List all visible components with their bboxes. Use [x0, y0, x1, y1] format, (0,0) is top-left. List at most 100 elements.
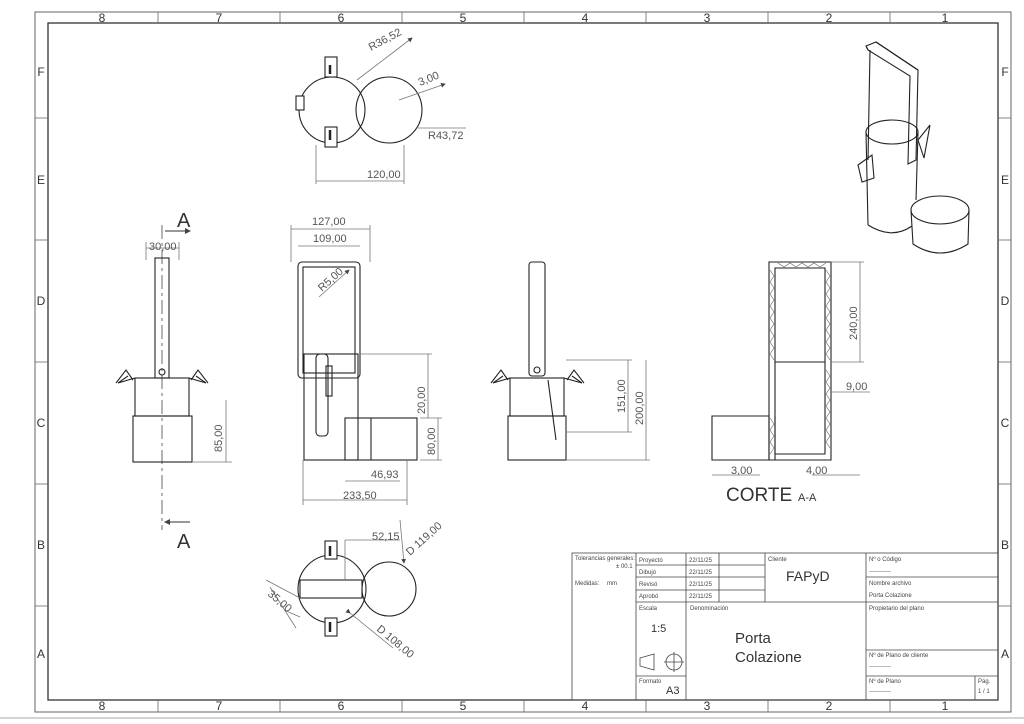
format-value: A3 — [666, 685, 679, 697]
isometric-view — [857, 41, 970, 254]
date-reviso: 22/11/25 — [689, 582, 713, 588]
top-view — [295, 37, 466, 184]
inner-border — [47, 22, 999, 701]
zone-row-F: F — [37, 65, 44, 79]
dim-top-r-outer: R36,52 — [367, 26, 404, 53]
zone-row-C: C — [37, 416, 46, 430]
section-view — [711, 261, 870, 476]
denomination-label: Denominación — [690, 606, 728, 612]
section-marker-top: A — [177, 210, 191, 232]
section-title-sub: A-A — [798, 492, 817, 504]
owner-label: Propietario del plano — [869, 606, 925, 612]
zone-col-4: 4 — [582, 11, 589, 25]
zone-col-8-bottom: 8 — [99, 699, 106, 713]
zone-columns-top: 8 7 6 5 4 3 2 1 — [99, 11, 949, 25]
zone-col-3: 3 — [704, 11, 711, 25]
dim-bottom-d1: D 119,00 — [404, 520, 445, 558]
front-view — [290, 225, 442, 505]
zone-col-3-bottom: 3 — [704, 699, 711, 713]
zone-row-E: E — [37, 173, 45, 187]
zone-row-E-right: E — [1001, 173, 1009, 187]
zone-row-D: D — [37, 294, 46, 308]
date-proyecto: 22/11/25 — [689, 558, 713, 564]
dim-front-offset: 46,93 — [371, 469, 399, 481]
dim-section-t1: 9,00 — [846, 381, 867, 393]
dim-front-h2: 80,00 — [426, 427, 438, 455]
date-dibujo: 22/11/25 — [689, 570, 713, 576]
dim-top-thickness: 3,00 — [417, 70, 441, 89]
dim-side-height: 85,00 — [213, 424, 225, 452]
zone-col-1: 1 — [942, 11, 949, 25]
zone-row-A-right: A — [1001, 647, 1009, 661]
date-aprobo: 22/11/25 — [689, 594, 713, 600]
zone-columns-bottom: 8 7 6 5 4 3 2 1 — [99, 699, 949, 713]
page-value: 1 / 1 — [978, 689, 990, 695]
client-value: FAPyD — [786, 568, 830, 584]
role-aprobo: Aprobó — [639, 594, 659, 600]
file-value: Porta Colazione — [869, 593, 912, 599]
zone-col-6-bottom: 6 — [338, 699, 345, 713]
dim-front-w-outer: 127,00 — [312, 216, 346, 228]
zone-row-D-right: D — [1001, 294, 1010, 308]
zone-col-1-bottom: 1 — [942, 699, 949, 713]
dim-bottom-d2: D 108,00 — [374, 623, 416, 661]
client-plan-label: Nº de Plano de cliente — [869, 652, 929, 659]
dim-front-fillet: R5,00 — [316, 266, 346, 295]
zone-row-A: A — [37, 647, 45, 661]
dim-right-h1: 151,00 — [616, 379, 628, 413]
zone-row-C-right: C — [1001, 416, 1010, 430]
dim-bottom-width: 52,15 — [372, 531, 400, 543]
code-value: ----------- — [869, 569, 891, 575]
zone-col-4-bottom: 4 — [582, 699, 589, 713]
tolerance-value: ± 00.1 — [616, 564, 633, 570]
format-label: Formato — [639, 679, 662, 685]
units-label: Medidas: — [575, 581, 600, 587]
outer-border — [34, 11, 1012, 713]
drawing-title-line1: Porta — [735, 630, 772, 647]
scale-value: 1:5 — [651, 623, 666, 635]
client-label: Cliente — [768, 557, 787, 563]
dim-section-height: 240,00 — [848, 306, 860, 340]
section-title: CORTE — [726, 485, 792, 506]
zone-row-F-right: F — [1001, 65, 1008, 79]
role-reviso: Revisó — [639, 582, 658, 588]
dim-top-width: 120,00 — [367, 169, 401, 181]
title-block — [571, 552, 999, 701]
tolerances-label: Tolerancias generales: — [575, 556, 635, 562]
zone-col-8: 8 — [99, 11, 106, 25]
scale-label: Escala — [639, 606, 658, 612]
side-view — [115, 225, 232, 530]
zone-col-5-bottom: 5 — [460, 699, 467, 713]
role-dibujo: Dibujó — [639, 570, 657, 576]
dim-front-w-inner: 109,00 — [313, 233, 347, 245]
zone-rows-right: F E D C B A — [1001, 65, 1010, 661]
code-label: Nº o Código — [869, 556, 902, 563]
dim-front-h1: 20,00 — [416, 386, 428, 414]
page-label: Pág. — [978, 679, 991, 685]
zone-col-2: 2 — [826, 11, 833, 25]
zone-col-5: 5 — [460, 11, 467, 25]
file-label: Nombre archivo — [869, 581, 912, 587]
drawing-title-line2: Colazione — [735, 649, 802, 666]
dim-side-width: 30,00 — [149, 241, 177, 253]
zone-ticks — [35, 12, 1011, 712]
dim-right-h2: 200,00 — [634, 391, 646, 425]
zone-row-B: B — [37, 538, 45, 552]
dim-section-t3: 4,00 — [806, 465, 827, 477]
zone-col-7: 7 — [216, 11, 223, 25]
right-view — [490, 261, 650, 461]
role-proyecto: Proyectó — [639, 558, 663, 564]
zone-rows-left: F E D C B A — [37, 65, 46, 661]
zone-col-7-bottom: 7 — [216, 699, 223, 713]
client-plan-value: ----------- — [869, 664, 891, 670]
bottom-view — [265, 519, 417, 649]
zone-row-B-right: B — [1001, 538, 1009, 552]
units-value: mm — [607, 581, 617, 587]
plan-value: ----------- — [869, 689, 891, 695]
zone-col-6: 6 — [338, 11, 345, 25]
dim-front-total: 233,50 — [343, 490, 377, 502]
dim-top-r-inner: R43,72 — [428, 130, 463, 142]
zone-col-2-bottom: 2 — [826, 699, 833, 713]
section-marker-bottom: A — [177, 531, 191, 553]
